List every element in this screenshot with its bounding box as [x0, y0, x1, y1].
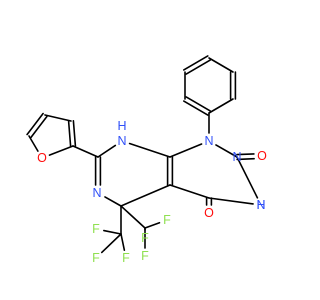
bond-a9-a13: [215, 144, 238, 158]
bond-a13-a16: [236, 156, 259, 199]
bond-a20-a22: [120, 233, 126, 251]
atom-label-f: F: [163, 213, 171, 227]
bond-a31-a32: [208, 57, 234, 73]
bonds-layer: [26, 55, 259, 254]
bond-a28-a29-b: [182, 100, 209, 116]
bond-a33-a28: [208, 98, 234, 114]
bond-a4-a5-b: [72, 120, 77, 147]
bond-a28-a29-a: [185, 96, 212, 112]
atom-label-n: N: [204, 134, 213, 148]
atom-label-n: N: [256, 198, 265, 212]
bond-a3-a4: [44, 114, 72, 122]
bond-a11-a19: [120, 184, 171, 207]
bond-a30-a31-a: [185, 59, 212, 75]
bond-a20-a23: [100, 233, 122, 254]
bond-a2-a3-b: [26, 112, 44, 136]
bond-a8-a10: [128, 142, 171, 158]
bond-a2-a3-a: [30, 115, 48, 139]
atom-label-o: O: [257, 149, 267, 163]
bond-a19-a24: [120, 205, 146, 229]
atom-label-f: F: [122, 251, 130, 265]
bond-a20-a21: [103, 229, 122, 235]
bond-a4-a5-a: [67, 120, 72, 147]
bond-a6-a8: [97, 144, 117, 158]
bond-a17-a11: [169, 184, 210, 199]
bond-a5-a1: [48, 145, 74, 156]
atom-label-f: F: [141, 231, 149, 245]
bond-a30-a31-b: [182, 55, 209, 71]
bond-a16-a17: [208, 197, 254, 205]
atom-label-f: F: [92, 251, 100, 265]
atom-label-h: H: [256, 198, 265, 212]
atom-label-n: N: [92, 186, 101, 200]
bond-a1-a2: [28, 135, 39, 152]
atom-label-n: N: [232, 150, 241, 164]
bond-a13-a14-a: [236, 157, 255, 161]
bond-a10-a9: [169, 143, 203, 158]
atom-label-h: H: [117, 119, 126, 133]
atom-label-f: F: [92, 222, 100, 236]
atom-label-n: N: [117, 134, 126, 148]
bond-a24-a26: [144, 221, 161, 229]
bond-a13-a14-b: [236, 153, 255, 156]
bond-a19-a34: [104, 196, 122, 207]
atom-label-f: F: [141, 249, 149, 263]
atom-label-o: O: [37, 151, 47, 165]
atom-label-o: O: [204, 206, 214, 220]
bond-a5-a6: [72, 145, 99, 158]
